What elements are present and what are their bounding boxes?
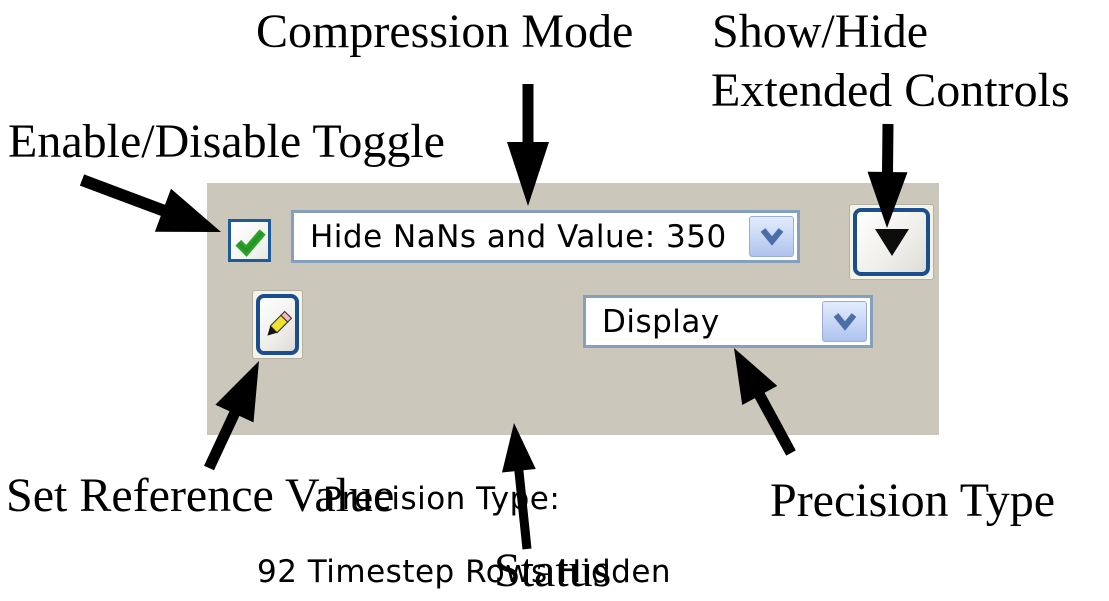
compression-dropdown-button[interactable]: [749, 216, 794, 257]
annotation-label-set-reference-value: Set Reference Value: [6, 469, 395, 522]
precision-type-label: Precision Type:: [323, 481, 561, 517]
chevron-down-icon: [833, 312, 856, 331]
set-reference-button-face: [256, 294, 299, 355]
annotation-label-show-hide-line1: Show/Hide: [712, 5, 928, 58]
set-reference-button[interactable]: [252, 290, 303, 359]
extended-controls-button-face: [853, 208, 930, 276]
triangle-down-icon: [874, 228, 909, 256]
precision-type-value: Display: [602, 303, 720, 340]
extended-controls-button[interactable]: [849, 204, 934, 280]
enable-toggle-checkbox[interactable]: [228, 219, 271, 262]
compression-mode-combobox[interactable]: Hide NaNs and Value: 350: [291, 210, 800, 263]
pencil-icon: [266, 310, 292, 336]
precision-dropdown-button[interactable]: [822, 301, 867, 342]
precision-type-combobox[interactable]: Display: [583, 295, 873, 348]
checkmark-icon: [234, 228, 266, 257]
status-text: 92 Timestep Rows Hidden: [257, 554, 672, 590]
annotation-label-enable-disable-toggle: Enable/Disable Toggle: [8, 115, 445, 168]
chevron-down-icon: [760, 227, 783, 246]
control-panel: Hide NaNs and Value: 350 Precision Type:: [207, 183, 939, 588]
annotation-label-compression-mode: Compression Mode: [256, 5, 634, 58]
compression-mode-value: Hide NaNs and Value: 350: [310, 218, 727, 255]
annotation-label-precision-type: Precision Type: [770, 474, 1056, 527]
enable-disable-arrow: [79, 174, 222, 232]
annotation-label-show-hide-line2: Extended Controls: [711, 64, 1070, 117]
annotation-label-status: Status: [494, 544, 612, 597]
